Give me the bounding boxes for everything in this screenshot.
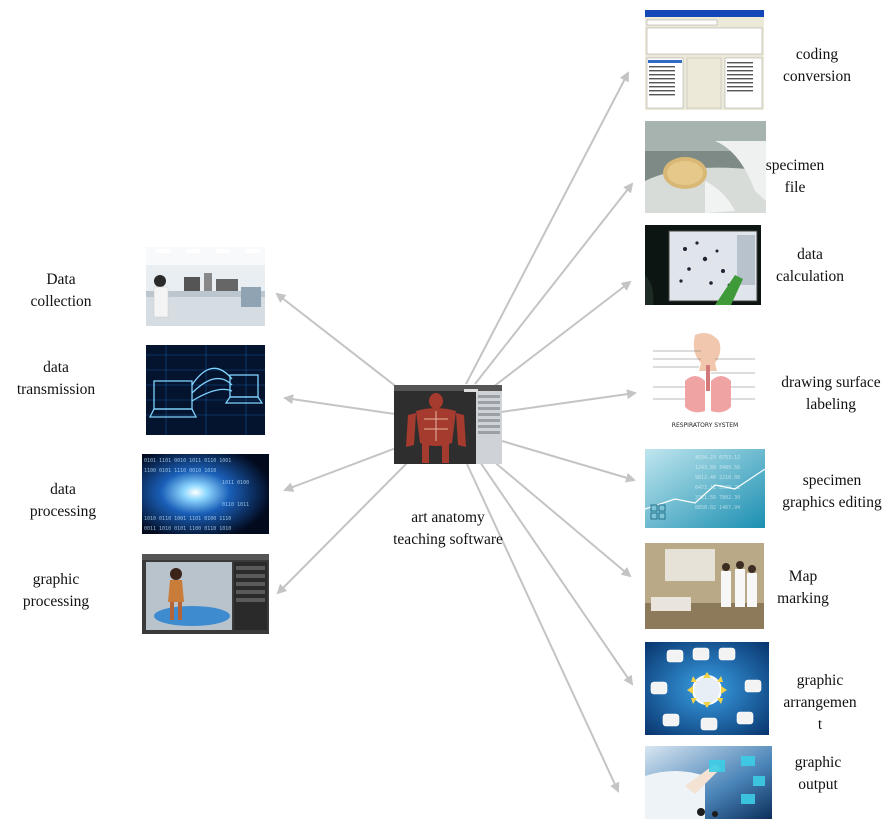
svg-text:8850.02 1467.94: 8850.02 1467.94 xyxy=(695,505,740,511)
label-data-transmission: data transmission xyxy=(0,357,112,401)
laboratory-photo-icon xyxy=(146,247,265,326)
svg-text:1100 0101 1110 0010 1010: 1100 0101 1110 0010 1010 xyxy=(144,468,216,474)
svg-text:0110 1011: 0110 1011 xyxy=(222,502,249,508)
label-line: Map xyxy=(788,568,818,585)
svg-text:9812.40 2210.08: 9812.40 2210.08 xyxy=(695,475,740,481)
petri-dish-photo-icon xyxy=(645,121,766,213)
label-line: processing xyxy=(29,503,97,520)
image-data-collection xyxy=(146,247,265,326)
svg-text:1011 0100: 1011 0100 xyxy=(222,480,249,486)
center-software-image xyxy=(394,385,502,464)
classroom-presentation-photo-icon xyxy=(645,543,764,629)
label-line: file xyxy=(784,179,806,196)
arrow-to-data-transmission xyxy=(283,394,396,415)
label-line: teaching software xyxy=(393,531,503,548)
label-line: collection xyxy=(30,293,92,310)
touchscreen-medical-photo-icon xyxy=(645,746,772,819)
arrow-to-drawing-surface-labeling xyxy=(500,389,637,413)
label-line: processing xyxy=(22,593,90,610)
label-line: data xyxy=(797,246,823,263)
label-line: arrangemen xyxy=(783,694,857,711)
label-line: transmission xyxy=(16,381,96,398)
label-line: data xyxy=(43,359,69,376)
label-coding-conversion: coding conversion xyxy=(770,44,864,88)
3d-render-software-screenshot-icon xyxy=(142,554,269,634)
svg-text:3321.56 7802.30: 3321.56 7802.30 xyxy=(695,495,740,501)
label-line: output xyxy=(798,776,838,793)
label-line: specimen xyxy=(802,472,862,489)
image-specimen-graphics-editing: 4534.23 6753.12 1243.89 3409.56 9812.40 22… xyxy=(645,449,765,528)
image-coding-conversion xyxy=(645,10,764,110)
arrow-to-data-calculation xyxy=(492,280,632,388)
label-graphic-arrangement: graphic arrangemen t xyxy=(772,670,868,736)
arrow-to-map-marking xyxy=(491,459,632,578)
data-graphics-illustration-icon: 4534.23 6753.12 1243.89 3409.56 9812.40 22… xyxy=(645,449,765,528)
image-drawing-surface-labeling: RESPIRATORY SYSTEM xyxy=(645,331,765,432)
respiratory-caption: RESPIRATORY SYSTEM xyxy=(672,422,738,429)
label-data-collection: Data collection xyxy=(0,269,122,313)
label-line: Data xyxy=(46,271,76,288)
binary-tunnel-illustration-icon: 0101 1101 0010 1011 0110 1001 1100 0101 … xyxy=(142,454,269,534)
arrow-to-data-collection xyxy=(275,292,399,389)
label-specimen-graphics-editing: specimen graphics editing xyxy=(770,470,891,514)
image-graphic-processing xyxy=(142,554,269,634)
arrow-to-coding-conversion xyxy=(465,71,629,385)
arrow-to-data-processing xyxy=(283,447,397,492)
image-data-calculation xyxy=(645,225,761,305)
svg-text:0011 1010 0101 1100 0110 1010: 0011 1010 0101 1100 0110 1010 xyxy=(144,526,231,532)
label-line: graphic xyxy=(794,754,842,771)
label-graphic-output: graphic output xyxy=(778,752,858,796)
label-line: graphic xyxy=(796,672,844,689)
label-drawing-surface-labeling: drawing surface labeling xyxy=(770,372,891,416)
label-data-processing: data processing xyxy=(0,479,126,523)
label-graphic-processing: graphic processing xyxy=(0,569,112,613)
radial-photo-arrangement-icon xyxy=(645,642,769,735)
label-line: calculation xyxy=(776,268,844,285)
label-line: data xyxy=(50,481,76,498)
svg-text:1010 0110 1001 1101 0100 1110: 1010 0110 1001 1101 0100 1110 xyxy=(144,516,231,522)
label-data-calculation: data calculation xyxy=(765,244,855,288)
label-line: coding xyxy=(795,46,839,63)
svg-text:1243.89 3409.56: 1243.89 3409.56 xyxy=(695,465,740,471)
respiratory-system-diagram-icon: RESPIRATORY SYSTEM xyxy=(645,331,765,432)
anatomy-software-screenshot-icon xyxy=(394,385,502,464)
label-map-marking: Map marking xyxy=(772,566,834,610)
svg-text:4534.23 6753.12: 4534.23 6753.12 xyxy=(695,455,740,461)
arrow-to-specimen-file xyxy=(474,182,634,385)
image-map-marking xyxy=(645,543,764,629)
image-graphic-arrangement xyxy=(645,642,769,735)
arrow-to-graphic-arrangement xyxy=(479,461,634,686)
center-label: art anatomy teaching software xyxy=(364,507,532,551)
label-line: t xyxy=(817,716,823,733)
image-data-transmission xyxy=(146,345,265,435)
encoding-dialog-screenshot-icon xyxy=(645,10,764,110)
label-line: graphic xyxy=(32,571,80,588)
svg-text:0101 1101 0010 1011 0110 1001: 0101 1101 0010 1011 0110 1001 xyxy=(144,458,231,464)
image-specimen-file xyxy=(645,121,766,213)
image-data-processing: 0101 1101 0010 1011 0110 1001 1100 0101 … xyxy=(142,454,269,534)
label-line: marking xyxy=(777,590,829,607)
label-line: specimen xyxy=(765,157,825,174)
label-line: graphics editing xyxy=(782,494,882,511)
label-line: drawing surface xyxy=(781,374,881,391)
arrow-to-specimen-graphics-editing xyxy=(501,440,636,483)
arrow-to-graphic-output xyxy=(466,463,620,793)
label-line: art anatomy xyxy=(411,509,485,526)
microscopy-screen-photo-icon xyxy=(645,225,761,305)
svg-text:6473.11 5590.72: 6473.11 5590.72 xyxy=(695,485,740,491)
networked-computers-illustration-icon xyxy=(146,345,265,435)
label-line: conversion xyxy=(782,68,851,85)
arrow-to-graphic-processing xyxy=(276,462,408,595)
label-specimen-file: specimen file xyxy=(765,155,825,199)
label-line: labeling xyxy=(806,396,856,413)
image-graphic-output xyxy=(645,746,772,819)
